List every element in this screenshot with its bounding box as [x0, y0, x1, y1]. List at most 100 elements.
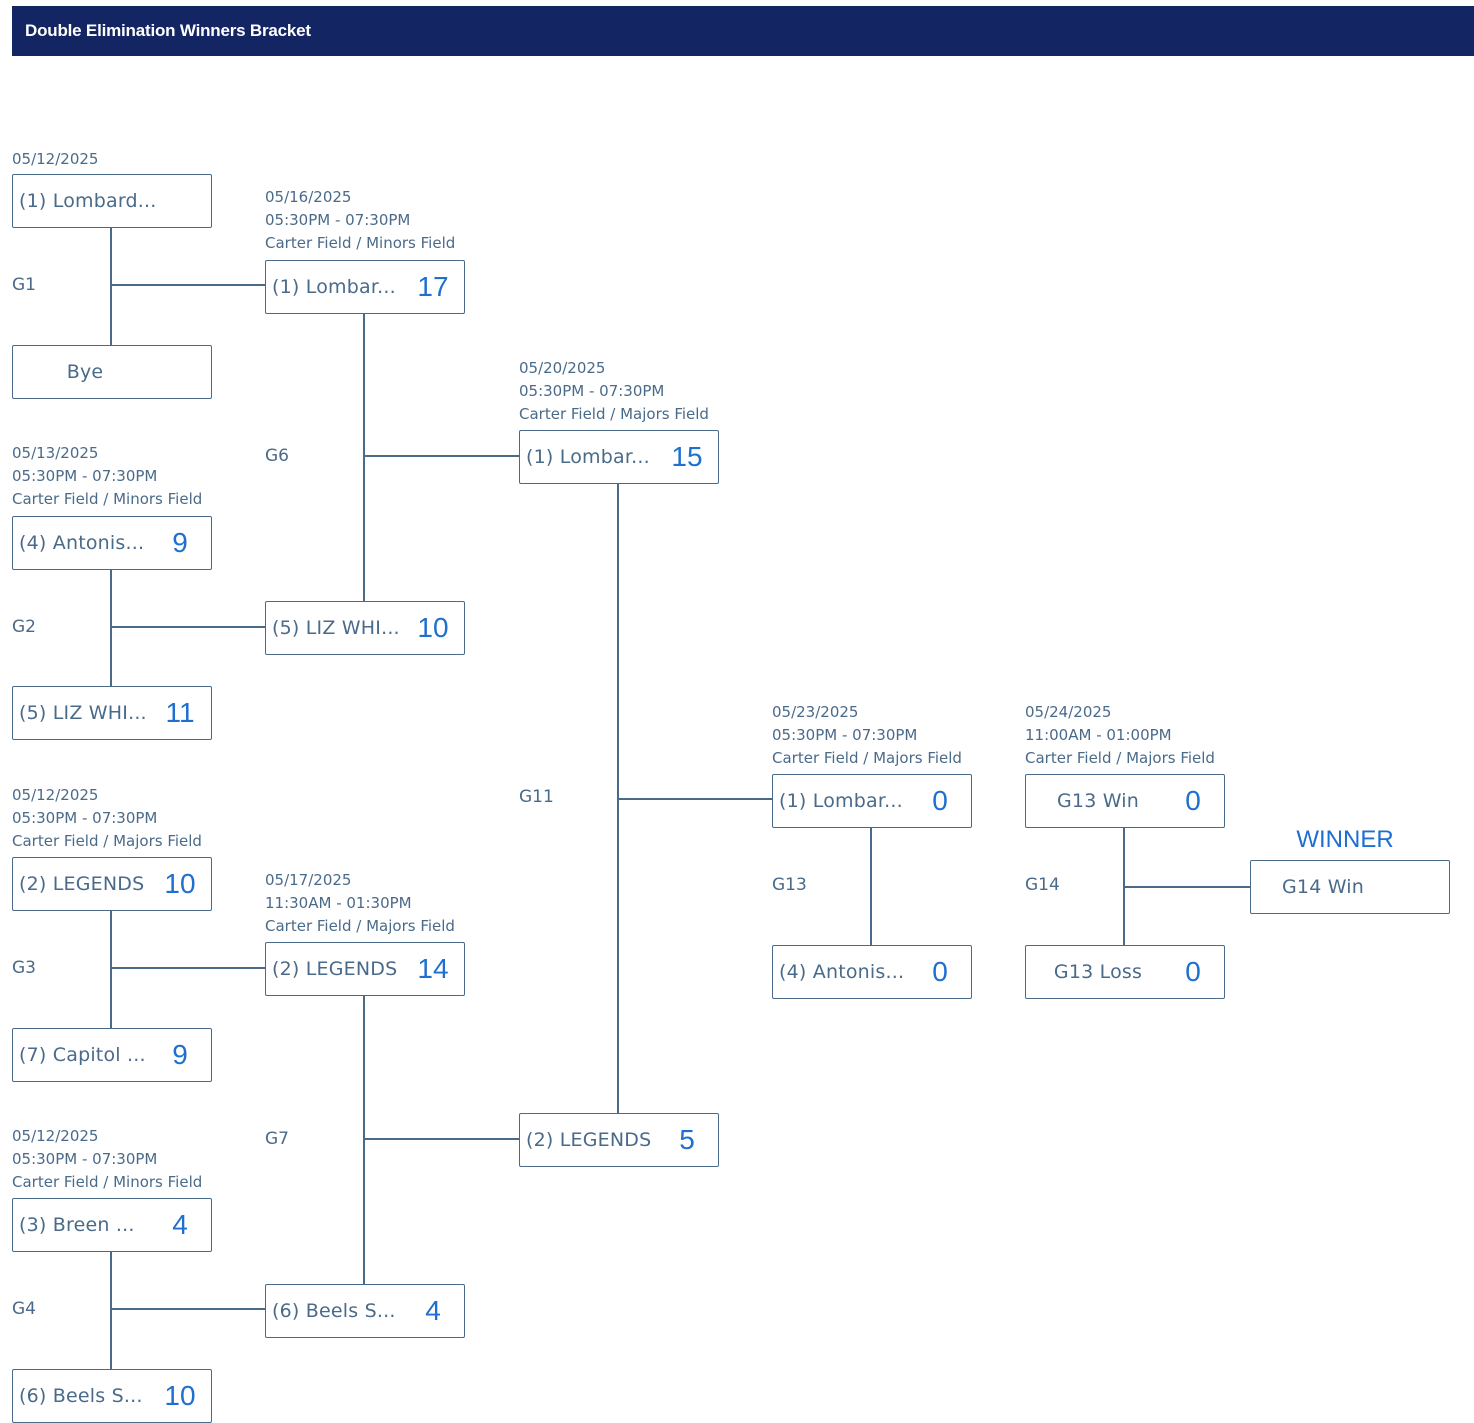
- team-slot-g7-top[interactable]: (2) LEGENDS 14: [265, 942, 465, 996]
- game-date: 05/20/2025: [519, 359, 606, 377]
- team-slot-g3-bottom[interactable]: (7) Capitol ... 9: [12, 1028, 212, 1082]
- game-date: 05/23/2025: [772, 703, 859, 721]
- game-time: 05:30PM - 07:30PM: [12, 1150, 158, 1168]
- team-score: 4: [172, 1209, 188, 1240]
- team-score: 14: [417, 953, 449, 984]
- team-score: 10: [164, 1380, 196, 1411]
- team-score: 15: [671, 441, 703, 472]
- game-info-g11: 05/20/2025 05:30PM - 07:30PM Carter Fiel…: [519, 357, 709, 426]
- game-date: 05/24/2025: [1025, 703, 1112, 721]
- team-name: (2) LEGENDS: [272, 958, 398, 980]
- team-name: Bye: [66, 361, 104, 383]
- team-name: (7) Capitol ...: [19, 1044, 146, 1066]
- game-info-g4: 05/12/2025 05:30PM - 07:30PM Carter Fiel…: [12, 1125, 202, 1194]
- team-slot-g4-bottom[interactable]: (6) Beels S... 10: [12, 1369, 212, 1423]
- team-name: (1) Lombar...: [272, 276, 396, 298]
- bracket-title: Double Elimination Winners Bracket: [25, 21, 311, 40]
- game-time: 11:30AM - 01:30PM: [265, 894, 412, 912]
- team-name: (6) Beels S...: [19, 1385, 143, 1407]
- team-slot-g4-top[interactable]: (3) Breen ... 4: [12, 1198, 212, 1252]
- team-score: 10: [164, 868, 196, 899]
- team-score: 9: [172, 1039, 188, 1070]
- team-score: 4: [425, 1295, 441, 1326]
- game-field: Carter Field / Majors Field: [772, 749, 962, 767]
- game-label-g4: G4: [12, 1299, 36, 1319]
- team-score: 17: [417, 271, 449, 302]
- team-name: G13 Loss: [1053, 961, 1143, 983]
- team-name: (2) LEGENDS: [526, 1129, 652, 1151]
- game-time: 05:30PM - 07:30PM: [265, 211, 411, 229]
- game-field: Carter Field / Minors Field: [12, 490, 203, 508]
- game-field: Carter Field / Majors Field: [519, 405, 709, 423]
- team-slot-g1-top[interactable]: (1) Lombard...: [12, 174, 212, 228]
- team-name: (1) Lombar...: [779, 790, 903, 812]
- game-label-g13: G13: [772, 875, 807, 895]
- game-label-g11: G11: [519, 787, 554, 807]
- game-label-g14: G14: [1025, 875, 1060, 895]
- team-slot-g14-top[interactable]: G13 Win 0: [1025, 774, 1225, 828]
- game-label-g6: G6: [265, 446, 289, 466]
- team-name: (3) Breen ...: [19, 1214, 135, 1236]
- team-slot-winner[interactable]: G14 Win: [1250, 860, 1450, 914]
- game-field: Carter Field / Majors Field: [12, 832, 202, 850]
- game-field: Carter Field / Majors Field: [1025, 749, 1215, 767]
- team-slot-g6-top[interactable]: (1) Lombar... 17: [265, 260, 465, 314]
- bracket-header: Double Elimination Winners Bracket: [12, 6, 1474, 56]
- game-info-g2: 05/13/2025 05:30PM - 07:30PM Carter Fiel…: [12, 442, 202, 511]
- team-slot-g13-bottom[interactable]: (4) Antonis... 0: [772, 945, 972, 999]
- team-score: 0: [932, 956, 948, 987]
- game-label-g2: G2: [12, 617, 36, 637]
- team-slot-g3-top[interactable]: (2) LEGENDS 10: [12, 857, 212, 911]
- game-field: Carter Field / Minors Field: [265, 234, 456, 252]
- team-name: G14 Win: [1281, 876, 1365, 898]
- team-name: (6) Beels S...: [272, 1300, 396, 1322]
- team-slot-g1-bottom[interactable]: Bye: [12, 345, 212, 399]
- game-date: 05/17/2025: [265, 871, 352, 889]
- team-score: 10: [417, 612, 449, 643]
- game-date: 05/12/2025: [12, 1127, 99, 1145]
- team-slot-g7-bottom[interactable]: (6) Beels S... 4: [265, 1284, 465, 1338]
- game-date: 05/13/2025: [12, 444, 99, 462]
- team-score: 9: [172, 527, 188, 558]
- game-info-g3: 05/12/2025 05:30PM - 07:30PM Carter Fiel…: [12, 784, 202, 853]
- game-label-g7: G7: [265, 1129, 289, 1149]
- team-name: (5) LIZ WHI...: [272, 617, 400, 639]
- team-slot-g11-bottom[interactable]: (2) LEGENDS 5: [519, 1113, 719, 1167]
- game-label-g3: G3: [12, 958, 36, 978]
- winner-label: WINNER: [1296, 826, 1394, 853]
- game-time: 05:30PM - 07:30PM: [12, 809, 158, 827]
- game-time: 11:00AM - 01:00PM: [1025, 726, 1172, 744]
- team-name: (4) Antonis...: [19, 532, 145, 554]
- team-name: (1) Lombar...: [526, 446, 650, 468]
- team-name: (1) Lombard...: [19, 190, 157, 212]
- team-name: (4) Antonis...: [779, 961, 905, 983]
- game-date: 05/12/2025: [12, 150, 99, 168]
- game-info-g6: 05/16/2025 05:30PM - 07:30PM Carter Fiel…: [265, 186, 455, 255]
- game-date: 05/12/2025: [12, 786, 99, 804]
- team-score: 0: [932, 785, 948, 816]
- team-slot-g6-bottom[interactable]: (5) LIZ WHI... 10: [265, 601, 465, 655]
- game-info-g1: 05/12/2025: [12, 148, 98, 171]
- team-score: 0: [1185, 956, 1201, 987]
- team-slot-g14-bottom[interactable]: G13 Loss 0: [1025, 945, 1225, 999]
- game-date: 05/16/2025: [265, 188, 352, 206]
- game-label-g1: G1: [12, 275, 36, 295]
- game-info-g13: 05/23/2025 05:30PM - 07:30PM Carter Fiel…: [772, 701, 962, 770]
- team-score: 0: [1185, 785, 1201, 816]
- team-slot-g2-bottom[interactable]: (5) LIZ WHI... 11: [12, 686, 212, 740]
- team-slot-g13-top[interactable]: (1) Lombar... 0: [772, 774, 972, 828]
- team-name: (5) LIZ WHI...: [19, 702, 147, 724]
- team-slot-g2-top[interactable]: (4) Antonis... 9: [12, 516, 212, 570]
- team-score: 5: [679, 1124, 695, 1155]
- game-field: Carter Field / Minors Field: [12, 1173, 203, 1191]
- team-slot-g11-top[interactable]: (1) Lombar... 15: [519, 430, 719, 484]
- game-time: 05:30PM - 07:30PM: [519, 382, 665, 400]
- team-score: 11: [165, 697, 195, 728]
- team-name: (2) LEGENDS: [19, 873, 145, 895]
- game-time: 05:30PM - 07:30PM: [772, 726, 918, 744]
- team-name: G13 Win: [1056, 790, 1140, 812]
- game-field: Carter Field / Majors Field: [265, 917, 455, 935]
- game-info-g14: 05/24/2025 11:00AM - 01:00PM Carter Fiel…: [1025, 701, 1215, 770]
- game-info-g7: 05/17/2025 11:30AM - 01:30PM Carter Fiel…: [265, 869, 455, 938]
